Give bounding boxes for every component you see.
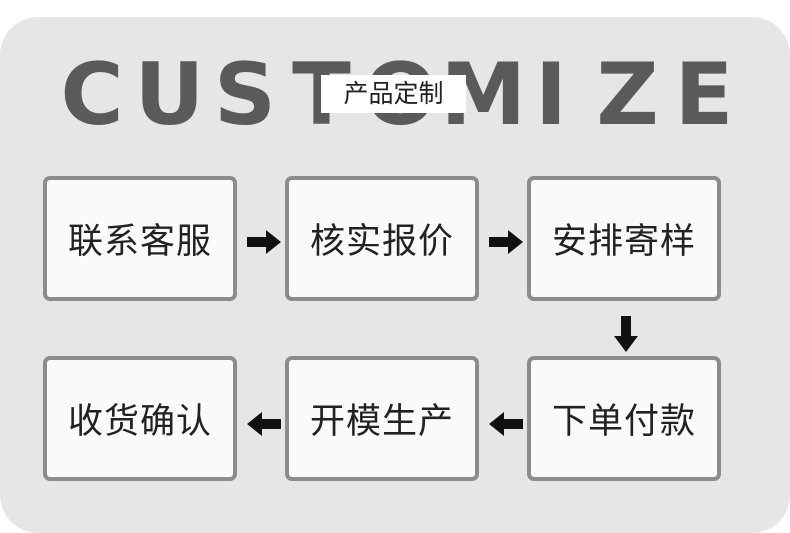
step-label: 核实报价 [309,222,454,262]
step-label: 安排寄样 [551,222,696,262]
arrow-right-icon [489,230,523,254]
step-mold-production: 开模生产 [285,356,479,481]
arrow-right-icon [247,230,281,254]
arrow-left-icon [489,412,523,436]
step-verify-quote: 核实报价 [285,176,479,301]
heading-letter: U [134,45,205,145]
arrow-left-icon [247,412,281,436]
step-arrange-sample: 安排寄样 [527,176,721,301]
heading-letter: E [674,45,734,145]
step-label: 联系客服 [67,222,212,262]
step-label: 开模生产 [309,402,454,442]
step-contact-service: 联系客服 [43,176,237,301]
arrow-down-icon [614,316,638,352]
heading-letter: Z [596,45,659,145]
product-customization-label: 产品定制 [321,75,466,113]
step-label: 收货确认 [67,402,212,442]
heading-letter: I [535,45,567,145]
heading-letter: S [214,45,276,145]
step-order-payment: 下单付款 [527,356,721,481]
step-label: 下单付款 [551,402,696,442]
step-receipt-confirmation: 收货确认 [43,356,237,481]
heading-letter: C [60,45,124,145]
